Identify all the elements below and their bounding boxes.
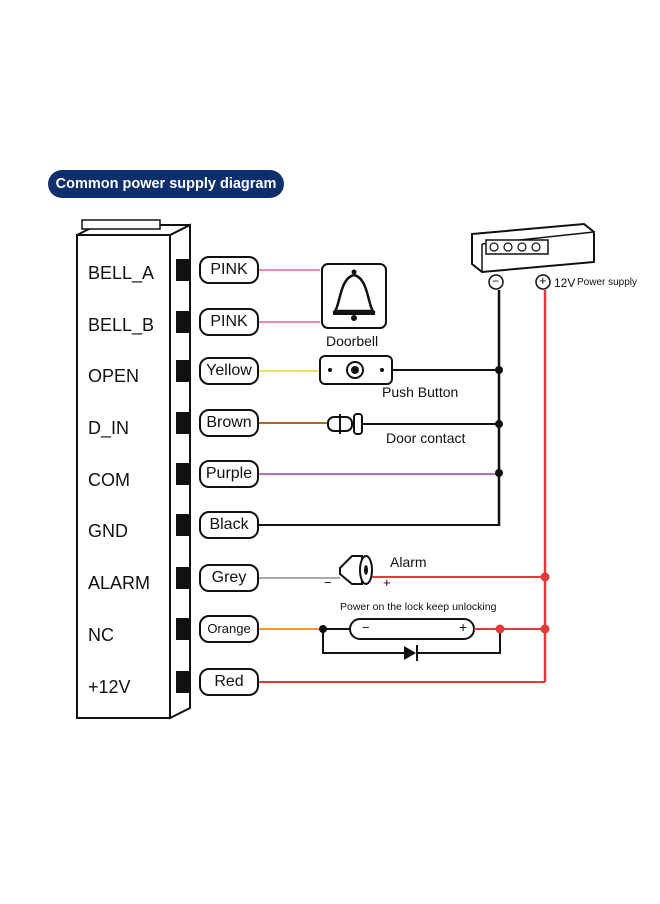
- alarm-siren-icon: [339, 555, 373, 585]
- alarm-label: Alarm: [390, 554, 427, 570]
- terminal-nc: NC: [88, 625, 114, 645]
- terminal-gnd: GND: [88, 521, 128, 541]
- power-supply-icon: [471, 222, 595, 290]
- terminal-bell-b: BELL_B: [88, 315, 155, 335]
- alarm-minus-symbol: −: [324, 575, 332, 590]
- psu-voltage-label: 12V: [554, 276, 576, 290]
- terminal-block: [176, 412, 190, 434]
- diagram-title: Common power supply diagram: [48, 170, 284, 198]
- terminal-d-in: D_IN: [88, 418, 130, 438]
- push-button-label: Push Button: [382, 384, 459, 400]
- door-contact-icon: [327, 413, 363, 435]
- wire-label-bell-a: PINK: [199, 256, 259, 284]
- psu-label: Power supply: [577, 277, 638, 288]
- wire-label-d-in: Brown: [199, 409, 259, 437]
- lock-plus-symbol: +: [459, 619, 468, 635]
- terminal-block: [176, 567, 190, 589]
- terminal-bell-a: BELL_A: [88, 263, 155, 283]
- terminal-block: [176, 618, 190, 640]
- terminal-alarm: ALARM: [88, 573, 151, 593]
- terminal-com: COM: [88, 470, 130, 490]
- diode-icon: [404, 645, 418, 661]
- terminal-block: [176, 671, 190, 693]
- terminal-12v: +12V: [88, 677, 131, 697]
- lock-note-label: Power on the lock keep unlocking: [340, 601, 497, 613]
- wire-label-alarm: Grey: [199, 564, 259, 592]
- wire-label-com: Purple: [199, 460, 259, 488]
- terminal-open: OPEN: [88, 366, 140, 386]
- controller-box: [76, 219, 191, 720]
- device-connections: [319, 366, 550, 654]
- alarm-plus-symbol: +: [383, 575, 391, 590]
- push-button-icon: [319, 355, 393, 385]
- wire-label-gnd: Black: [199, 511, 259, 539]
- door-contact-label: Door contact: [386, 430, 466, 446]
- doorbell-label: Doorbell: [326, 333, 379, 349]
- psu-minus-symbol: −: [492, 274, 500, 288]
- terminal-block: [176, 463, 190, 485]
- wire-label-bell-b: PINK: [199, 308, 259, 336]
- terminal-block: [176, 360, 190, 382]
- wire-label-12v: Red: [199, 668, 259, 696]
- terminal-block: [176, 259, 190, 281]
- terminal-block: [176, 311, 190, 333]
- psu-plus-symbol: +: [539, 273, 547, 288]
- wire-label-nc: Orange: [199, 615, 259, 643]
- lock-minus-symbol: −: [362, 620, 370, 635]
- doorbell-icon: [321, 263, 387, 329]
- wire-label-open: Yellow: [199, 357, 259, 385]
- terminal-block: [176, 514, 190, 536]
